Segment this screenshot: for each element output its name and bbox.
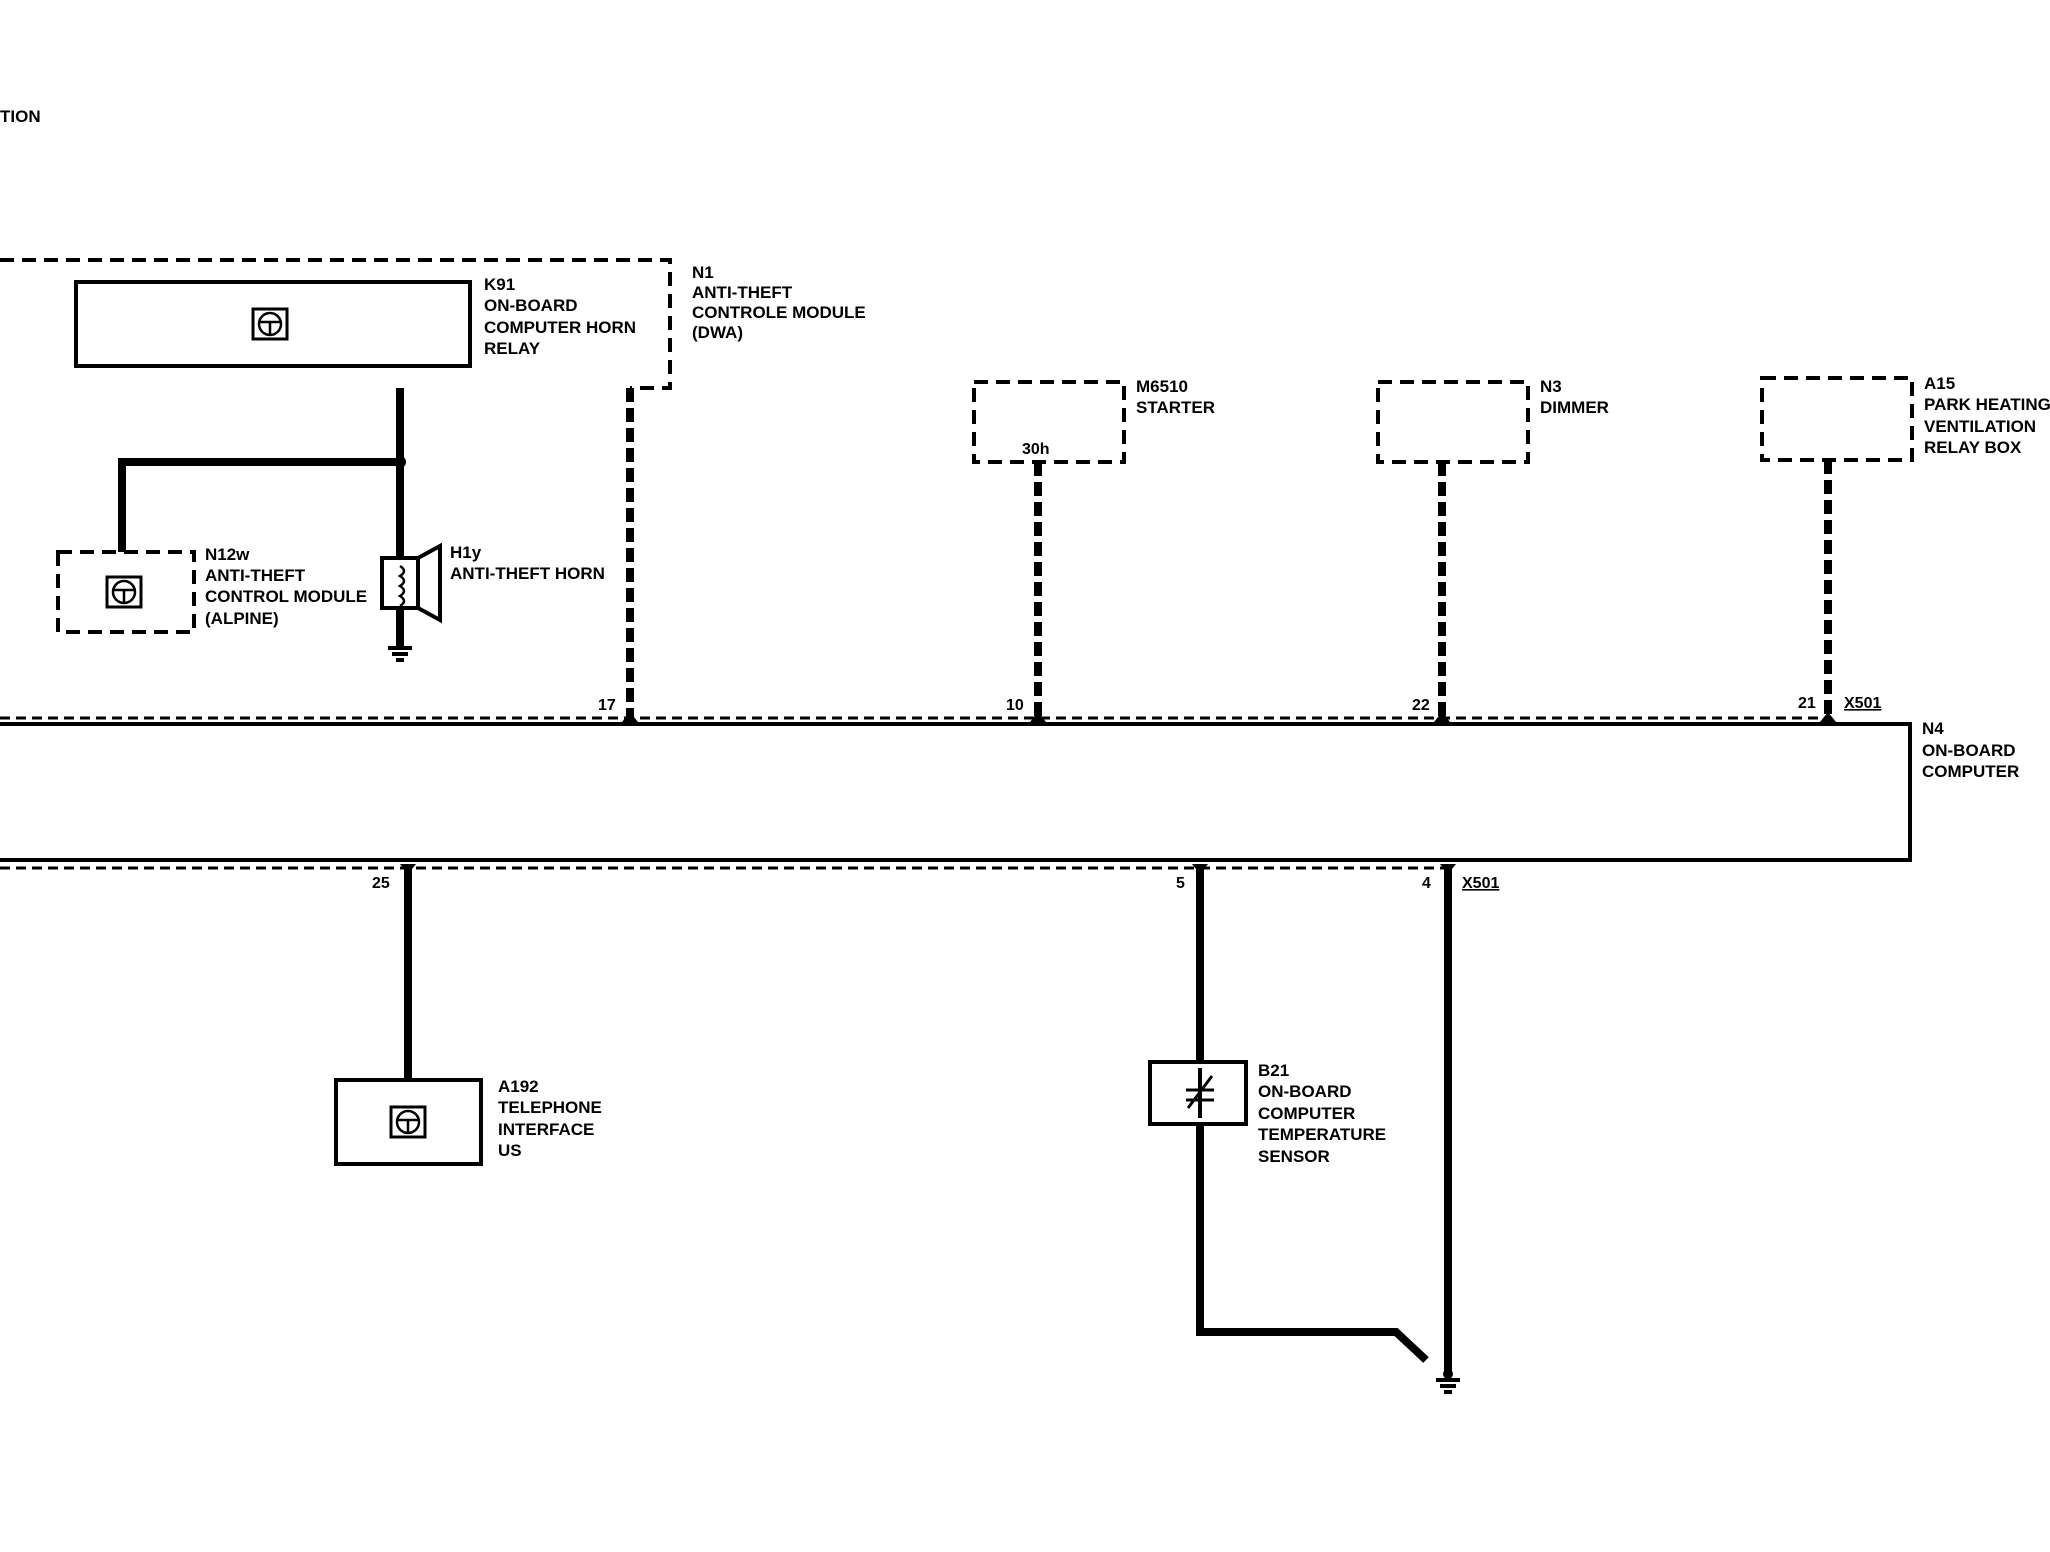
module-symbol-icon	[105, 575, 143, 609]
thermistor-icon	[1186, 1068, 1214, 1118]
module-symbol-icon	[389, 1105, 427, 1139]
svg-text:US: US	[498, 1141, 522, 1160]
m6510-pin: 30h	[1022, 441, 1050, 458]
svg-text:PARK HEATING/: PARK HEATING/	[1924, 395, 2050, 414]
svg-text:RELAY BOX: RELAY BOX	[1924, 438, 2022, 457]
svg-text:K91: K91	[484, 275, 515, 294]
k91-label: K91 ON-BOARD COMPUTER HORN RELAY	[484, 275, 636, 358]
corner-fragment: TION	[0, 107, 41, 126]
svg-text:COMPUTER HORN: COMPUTER HORN	[484, 318, 636, 337]
n12w-label: N12w ANTI-THEFT CONTROL MODULE (ALPINE)	[205, 545, 367, 628]
n3-label: N3 DIMMER	[1540, 377, 1609, 417]
pin-17: 17	[598, 697, 616, 714]
m6510-label: M6510 STARTER	[1136, 377, 1215, 417]
alpine-branch-wire	[118, 458, 400, 552]
svg-text:H1y: H1y	[450, 543, 482, 562]
n3-box	[1376, 380, 1530, 464]
pin-25: 25	[372, 875, 390, 892]
svg-text:A192: A192	[498, 1077, 539, 1096]
svg-text:ON-BOARD: ON-BOARD	[484, 296, 578, 315]
pin-10: 10	[1006, 697, 1024, 714]
k91-relay-box	[74, 280, 472, 368]
n4-label: N4 ON-BOARD COMPUTER	[1922, 719, 2019, 781]
a15-box	[1760, 376, 1914, 462]
svg-text:DIMMER: DIMMER	[1540, 398, 1609, 417]
n12w-module-box	[56, 550, 196, 634]
svg-text:(ALPINE): (ALPINE)	[205, 609, 279, 628]
svg-text:SENSOR: SENSOR	[1258, 1147, 1330, 1166]
svg-text:N3: N3	[1540, 377, 1562, 396]
pin-markers-top	[622, 712, 1836, 722]
svg-text:CONTROL MODULE: CONTROL MODULE	[205, 587, 367, 606]
svg-text:COMPUTER: COMPUTER	[1258, 1104, 1355, 1123]
horn-icon	[380, 542, 442, 624]
ground-icon	[388, 646, 412, 662]
svg-text:CONTROLE MODULE: CONTROLE MODULE	[692, 303, 866, 322]
svg-text:VENTILATION: VENTILATION	[1924, 417, 2036, 436]
svg-text:N12w: N12w	[205, 545, 250, 564]
svg-text:A15: A15	[1924, 374, 1955, 393]
svg-text:ANTI-THEFT HORN: ANTI-THEFT HORN	[450, 564, 605, 583]
module-symbol-icon	[251, 307, 289, 341]
pin-22: 22	[1412, 697, 1430, 714]
pin-5: 5	[1176, 875, 1185, 892]
h1y-label: H1y ANTI-THEFT HORN	[450, 543, 605, 583]
pin-4: 4	[1422, 875, 1431, 892]
svg-text:TELEPHONE: TELEPHONE	[498, 1098, 602, 1117]
a15-label: A15 PARK HEATING/ VENTILATION RELAY BOX	[1924, 374, 2050, 457]
svg-text:B21: B21	[1258, 1061, 1289, 1080]
n1-label: N1 ANTI-THEFT CONTROLE MODULE (DWA)	[692, 263, 866, 342]
svg-text:ANTI-THEFT: ANTI-THEFT	[692, 283, 793, 302]
n1-outline	[0, 258, 672, 390]
m6510-box	[972, 380, 1126, 464]
svg-text:TEMPERATURE: TEMPERATURE	[1258, 1125, 1386, 1144]
svg-text:RELAY: RELAY	[484, 339, 541, 358]
svg-text:N4: N4	[1922, 719, 1944, 738]
svg-text:ON-BOARD: ON-BOARD	[1922, 741, 2016, 760]
pin-21: 21	[1798, 695, 1816, 712]
connector-x501-bottom: X501	[1462, 875, 1499, 892]
svg-text:COMPUTER: COMPUTER	[1922, 762, 2019, 781]
wire-junction	[394, 456, 406, 468]
a192-label: A192 TELEPHONE INTERFACE US	[498, 1077, 602, 1160]
svg-text:ON-BOARD: ON-BOARD	[1258, 1082, 1352, 1101]
b21-label: B21 ON-BOARD COMPUTER TEMPERATURE SENSOR	[1258, 1061, 1386, 1166]
svg-text:(DWA): (DWA)	[692, 323, 743, 342]
ground-icon	[1436, 1369, 1460, 1394]
svg-text:ANTI-THEFT: ANTI-THEFT	[205, 566, 306, 585]
svg-text:INTERFACE: INTERFACE	[498, 1120, 594, 1139]
connector-x501-top: X501	[1844, 695, 1881, 712]
n4-computer-box	[0, 722, 1912, 862]
svg-text:N1: N1	[692, 263, 714, 282]
svg-text:STARTER: STARTER	[1136, 398, 1215, 417]
sensor-return-wire	[1196, 1124, 1429, 1363]
svg-text:M6510: M6510	[1136, 377, 1188, 396]
